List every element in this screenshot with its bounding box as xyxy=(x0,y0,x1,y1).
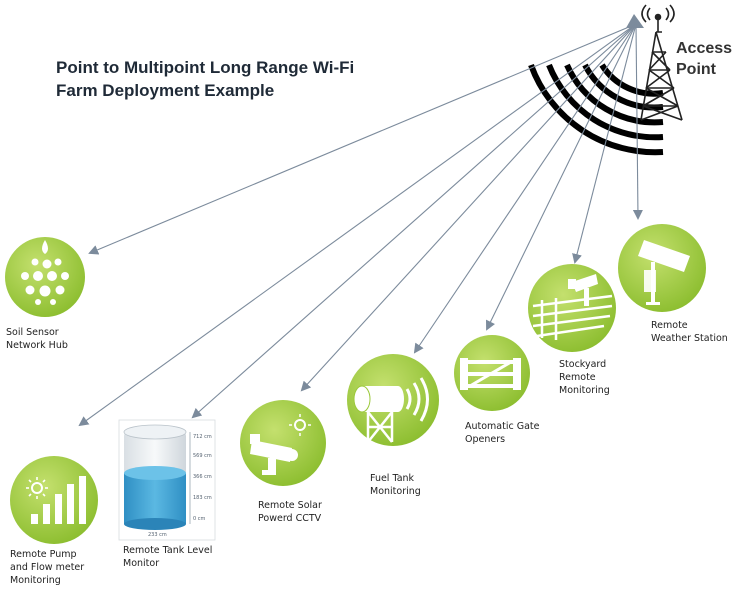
node-label-pump-flow: Remote Pump and Flow meter Monitoring xyxy=(10,549,85,586)
arrow-to-solar-cctv xyxy=(300,23,637,392)
node-label-soil-sensor: Soil Sensor Network Hub xyxy=(6,327,68,351)
water-drops-icon xyxy=(5,237,85,317)
arrow-to-tank-level xyxy=(191,23,637,419)
tank-scale-label: 0 cm xyxy=(193,516,206,522)
radio-tower-icon xyxy=(640,4,683,121)
farm-gate-icon xyxy=(454,335,530,411)
node-label-solar-cctv: Remote Solar Powerd CCTV xyxy=(258,500,322,524)
arrow-to-fuel-tank xyxy=(413,23,637,354)
tank-scale-label: 183 cm xyxy=(193,495,212,501)
arrow-to-gate-openers xyxy=(486,23,637,331)
tank-scale: 712 cm 569 cm 366 cm 183 cm 0 cm 233 cm xyxy=(148,434,212,538)
stockyard-camera-icon xyxy=(528,264,616,352)
sun-bar-chart-icon xyxy=(10,456,98,544)
arrow-to-pump-flow xyxy=(78,23,637,427)
access-point-label: Access Point xyxy=(676,38,732,80)
node-label-fuel-tank: Fuel Tank Monitoring xyxy=(370,473,421,497)
solar-cctv-camera-icon xyxy=(240,400,326,486)
title-line-1: Point to Multipoint Long Range Wi-Fi xyxy=(56,58,355,77)
access-point-line-1: Access xyxy=(676,40,733,57)
access-point-line-2: Point xyxy=(676,61,716,78)
arrow-to-weather-station xyxy=(632,23,643,220)
node-label-tank-level: Remote Tank Level Monitor xyxy=(123,545,213,569)
arrow-to-soil-sensor xyxy=(88,23,637,255)
weather-station-icon xyxy=(618,224,706,312)
arrow-to-stockyard xyxy=(572,23,637,264)
emitter-icon xyxy=(626,14,644,28)
fuel-tank-signal-icon xyxy=(347,354,439,446)
tank-caption: 233 cm xyxy=(148,532,167,538)
tank-scale-label: 569 cm xyxy=(193,453,212,459)
signal-arrows xyxy=(78,23,643,427)
node-label-gate-openers: Automatic Gate Openers xyxy=(465,421,540,445)
tank-scale-label: 366 cm xyxy=(193,474,212,480)
node-label-stockyard: Stockyard Remote Monitoring xyxy=(559,359,610,396)
title-line-2: Farm Deployment Example xyxy=(56,81,275,100)
tank-scale-label: 712 cm xyxy=(193,434,212,440)
diagram-title: Point to Multipoint Long Range Wi-Fi Far… xyxy=(56,56,354,102)
water-tank-icon xyxy=(118,419,216,541)
node-label-weather-station: Remote Weather Station xyxy=(651,320,728,344)
